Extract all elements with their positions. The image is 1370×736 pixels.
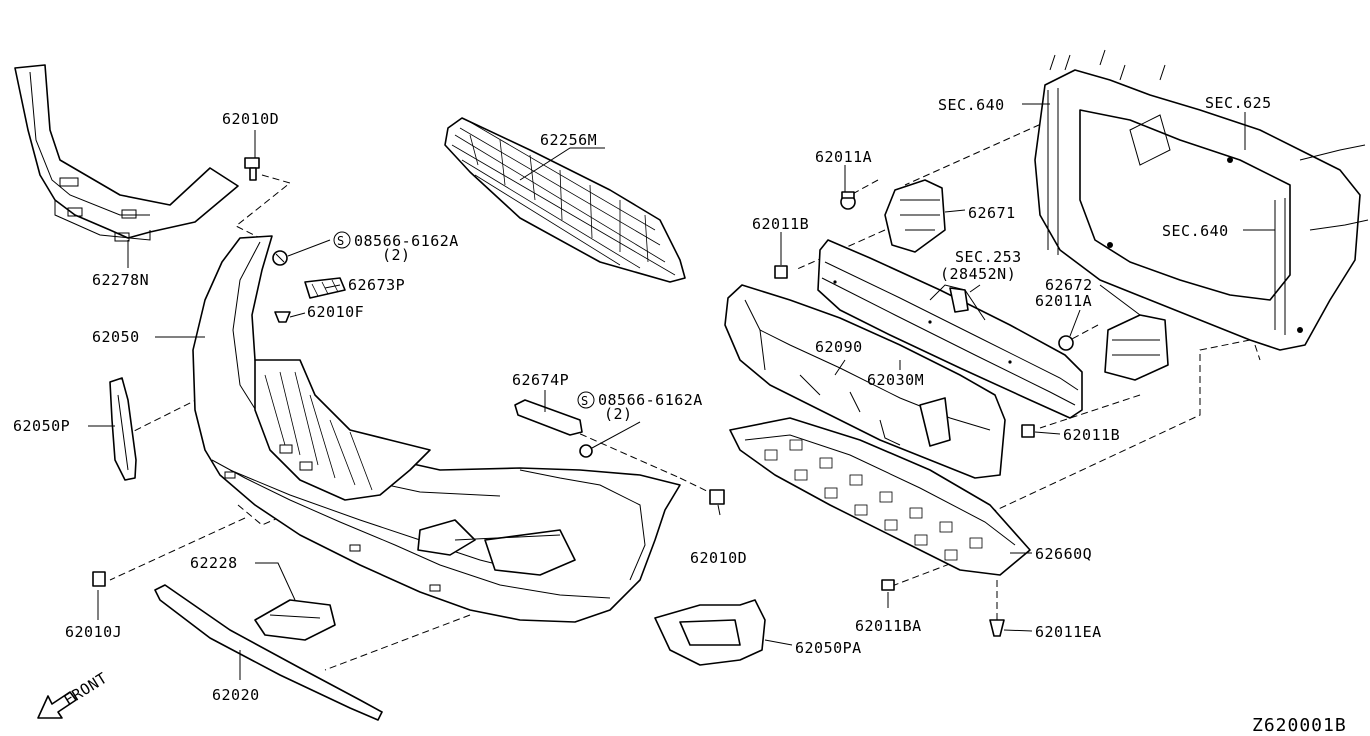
label-62030m: 62030M [867,371,924,389]
label-62673p: 62673P [348,276,405,294]
part-62278n-bracket [14,64,239,242]
s-symbol-a: S [333,231,351,249]
part-62050p-bracket [109,377,137,481]
part-62030m-reinforcement [817,239,1083,419]
clip-62010d-bottom [709,489,725,505]
part-62660q-under-cover [729,417,1031,576]
label-62011ea: 62011EA [1035,623,1102,641]
part-62256m-grille [444,117,686,283]
clip-62010f [274,311,291,323]
label-62050pa: 62050PA [795,639,862,657]
clip-62010j [92,571,106,587]
label-62011b-right: 62011B [1063,426,1120,444]
clip-62010d-top [244,157,260,181]
clip-62011ea [989,619,1005,637]
screw-08566-a [272,250,288,266]
label-62010f: 62010F [307,303,364,321]
label-62050: 62050 [92,328,140,346]
label-qty-b: (2) [604,405,633,423]
leader-lines [88,103,1275,680]
part-62050-bumper-fascia [192,235,681,623]
part-sec253-bracket [929,284,986,321]
label-62011a-top: 62011A [815,148,872,166]
label-08566-b: 08566-6162A [598,391,703,409]
label-62050p: 62050P [13,417,70,435]
label-62671: 62671 [968,204,1016,222]
clip-62011b-right [1021,424,1035,438]
label-diagram-code: Z620001B [1252,715,1347,736]
label-62278n: 62278N [92,271,149,289]
label-sec253: SEC.253 [955,248,1022,266]
fasteners [92,157,1074,637]
radiator-core-support [1034,49,1369,351]
part-62672-bracket [1104,314,1169,381]
part-62674p-bracket [514,399,583,436]
label-sec625: SEC.625 [1205,94,1272,112]
svg-text:S: S [581,394,589,408]
label-62011b-left: 62011B [752,215,809,233]
label-sec640-right: SEC.640 [1162,222,1229,240]
part-62020-molding [154,584,383,721]
label-62090: 62090 [815,338,863,356]
label-62011a-mid: 62011A [1035,292,1092,310]
part-62228-fog-cover [254,599,336,641]
label-28452n: (28452N) [940,265,1016,283]
s-symbol-b: S [577,391,595,409]
label-08566-a: 08566-6162A [354,232,459,250]
front-arrow [37,691,77,719]
part-labels: 62010D 62278N 62256M 08566-6162A (2) 626… [13,94,1347,736]
clip-62011a-top [840,191,856,210]
part-62671-bracket [884,179,946,253]
svg-text:S: S [337,234,345,248]
label-62010j: 62010J [65,623,122,641]
clip-62011a-mid [1058,335,1074,351]
label-62256m: 62256M [540,131,597,149]
label-qty-a: (2) [382,246,411,264]
clip-62011b-left [774,265,788,279]
label-62011ba: 62011BA [855,617,922,635]
label-62672: 62672 [1045,276,1093,294]
label-62660q: 62660Q [1035,545,1092,563]
label-sec640-top: SEC.640 [938,96,1005,114]
label-62010d-bottom: 62010D [690,549,747,567]
screw-08566-b [579,444,593,458]
clip-62011ba [881,579,895,591]
part-62050pa-bracket [654,599,766,666]
label-front: FRONT [61,669,111,710]
label-62010d-top: 62010D [222,110,279,128]
label-62674p: 62674P [512,371,569,389]
label-62020: 62020 [212,686,260,704]
label-62228: 62228 [190,554,238,572]
part-62090-absorber [724,284,1006,479]
